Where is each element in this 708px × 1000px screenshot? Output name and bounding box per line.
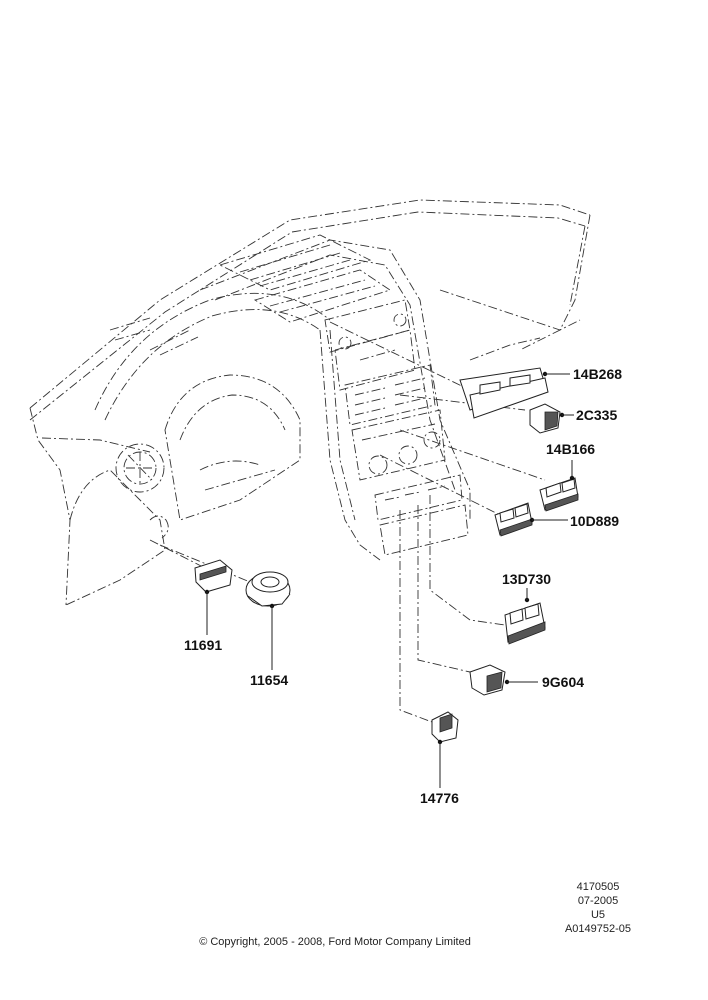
leader-lines — [149, 321, 546, 723]
copyright-notice: © Copyright, 2005 - 2008, Ford Motor Com… — [199, 936, 471, 948]
label-10D889: 10D889 — [570, 513, 619, 529]
label-14776: 14776 — [420, 790, 459, 806]
drawing-date: 07-2005 — [577, 895, 619, 907]
part-11654-drawing — [245, 571, 291, 609]
callout-lines — [206, 373, 574, 788]
label-13D730: 13D730 — [502, 571, 551, 587]
label-14B268: 14B268 — [573, 366, 622, 382]
label-2C335: 2C335 — [576, 407, 617, 423]
part-13D730-drawing — [504, 597, 546, 645]
drawing-reference-block: 4170505 07-2005 U5 A0149752-05 — [548, 880, 648, 936]
drawing-number: 4170505 — [576, 881, 620, 893]
label-9G604: 9G604 — [542, 674, 584, 690]
part-14776-drawing — [431, 711, 459, 745]
label-14B166: 14B166 — [546, 441, 595, 457]
part-14B268-drawing — [459, 367, 549, 419]
part-2C335-drawing — [529, 403, 565, 434]
part-labels: 14B268 2C335 14B166 10D889 13D730 9G604 … — [184, 366, 622, 806]
part-10D889-drawing — [494, 502, 535, 537]
illustration-id: A0149752-05 — [564, 923, 632, 935]
instrument-panel-drawing — [29, 199, 591, 606]
part-9G604-drawing — [469, 664, 510, 696]
label-11654: 11654 — [250, 672, 288, 688]
vehicle-code: U5 — [590, 909, 606, 921]
part-11691-drawing — [194, 559, 233, 595]
part-14B166-drawing — [539, 475, 579, 512]
label-11691: 11691 — [184, 637, 222, 653]
